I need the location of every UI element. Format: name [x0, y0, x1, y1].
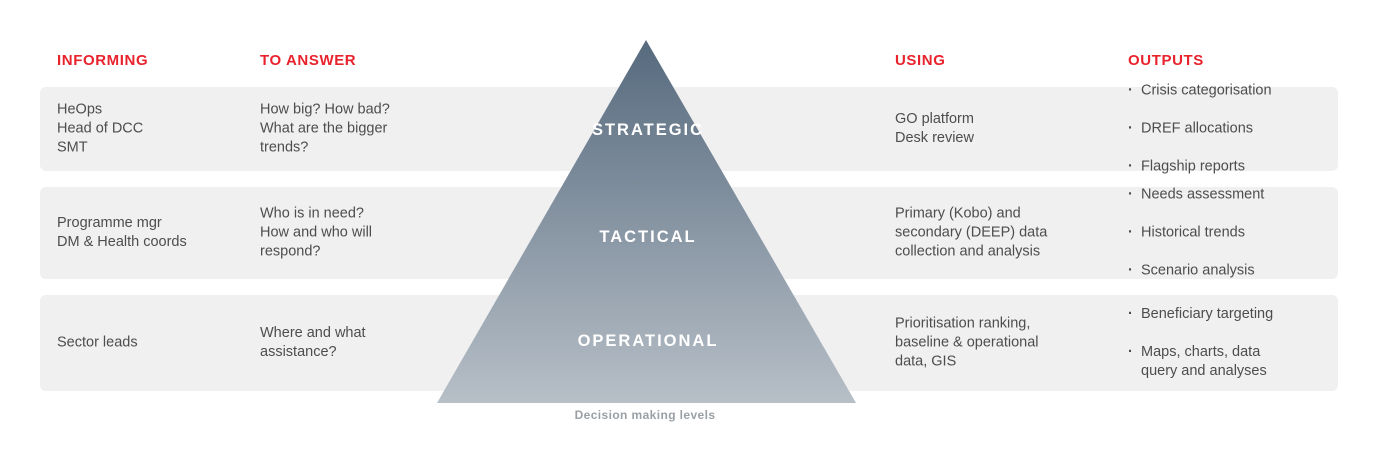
strategic-outputs: Crisis categorisation DREF allocations F…: [1128, 44, 1343, 215]
pyramid-graphic: STRATEGIC TACTICAL OPERATIONAL: [437, 40, 856, 403]
strategic-to-answer: How big? How bad? What are the bigger tr…: [260, 101, 390, 156]
header-to-answer: TO ANSWER: [260, 52, 357, 69]
operational-to-answer: Where and what assistance?: [260, 325, 366, 360]
tactical-using: Primary (Kobo) and secondary (DEEP) data…: [895, 205, 1048, 260]
operational-outputs-list: Beneficiary targeting Maps, charts, data…: [1128, 286, 1343, 400]
strategic-using: GO platform Desk review: [895, 111, 974, 146]
operational-using: Prioritisation ranking, baseline & opera…: [895, 315, 1039, 370]
output-item: Maps, charts, data query and analyses: [1128, 343, 1343, 381]
output-item: Flagship reports: [1128, 158, 1343, 177]
operational-informing: Sector leads: [57, 334, 138, 351]
strategic-outputs-list: Crisis categorisation DREF allocations F…: [1128, 63, 1343, 196]
pyramid-triangle: [437, 40, 856, 403]
header-outputs: OUTPUTS: [1128, 52, 1204, 69]
strategic-informing: HeOps Head of DCC SMT: [57, 101, 144, 156]
output-item: Needs assessment: [1128, 186, 1343, 205]
tactical-to-answer: Who is in need? How and who will respond…: [260, 205, 373, 260]
output-item: Beneficiary targeting: [1128, 305, 1343, 324]
pyramid-caption: Decision making levels: [574, 408, 716, 422]
level-label-operational: OPERATIONAL: [578, 332, 719, 350]
header-informing: INFORMING: [57, 52, 149, 69]
header-using: USING: [895, 52, 946, 69]
tactical-outputs: Needs assessment Historical trends Scena…: [1128, 148, 1343, 319]
output-item: DREF allocations: [1128, 120, 1343, 139]
level-label-tactical: TACTICAL: [599, 228, 696, 246]
output-item: Scenario analysis: [1128, 262, 1343, 281]
tactical-informing: Programme mgr DM & Health coords: [57, 215, 187, 250]
tactical-outputs-list: Needs assessment Historical trends Scena…: [1128, 167, 1343, 300]
decision-pyramid: STRATEGIC TACTICAL OPERATIONAL: [420, 35, 870, 420]
operational-outputs: Beneficiary targeting Maps, charts, data…: [1128, 267, 1343, 419]
output-item: Historical trends: [1128, 224, 1343, 243]
level-label-strategic: STRATEGIC: [592, 121, 704, 139]
output-item: Crisis categorisation: [1128, 82, 1343, 101]
